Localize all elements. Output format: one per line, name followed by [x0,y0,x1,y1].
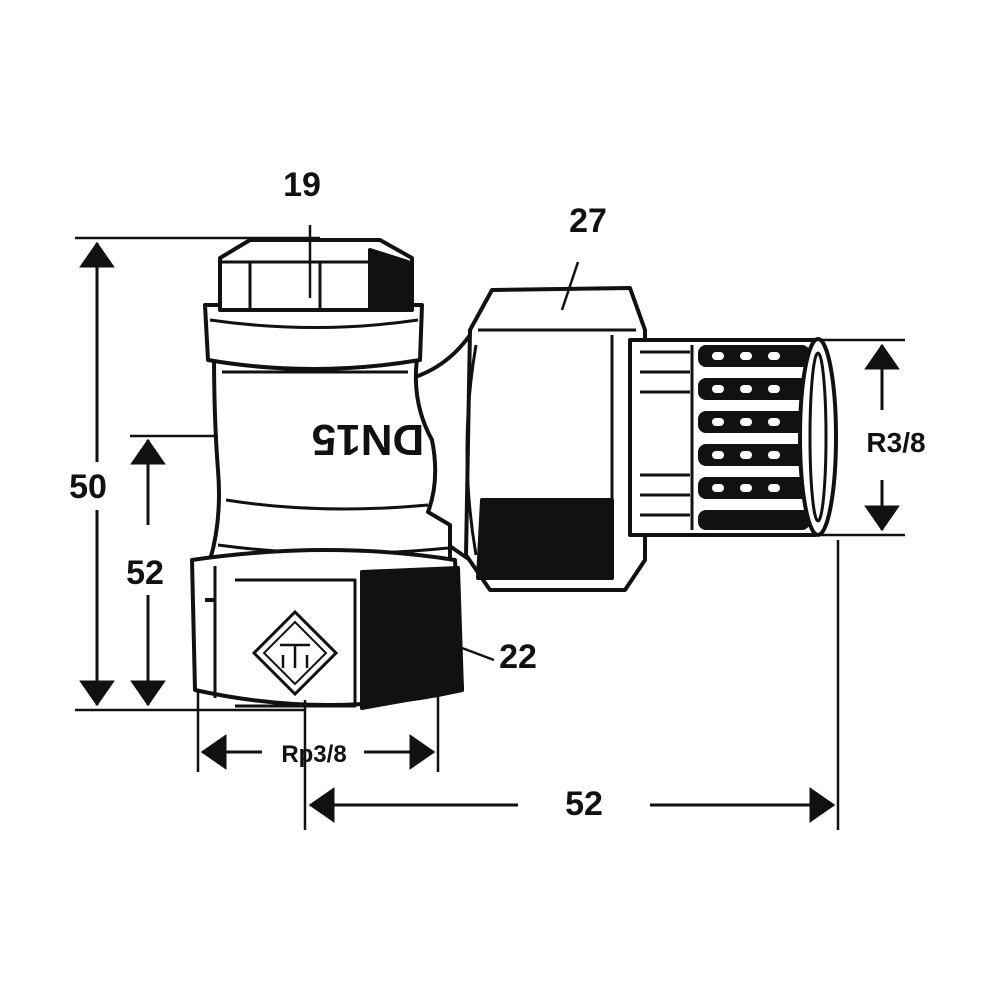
threaded-tailpiece [628,337,838,537]
union-nut [464,286,647,592]
dimension-arrows [79,241,900,823]
outlet-thread-label: R3/8 [866,427,925,458]
inlet-thread-label: Rp3/8 [281,741,346,768]
nut-hex-label: 27 [569,202,607,240]
dimension-lines [75,225,905,830]
inlet-hex-nut [190,548,464,710]
overall-height-label: 50 [69,468,107,506]
overall-length-label: 52 [565,785,603,823]
valve-body [208,333,472,562]
inlet-height-label: 52 [126,554,164,592]
manufacturer-logo [251,609,339,697]
dn15-marking: DN15 [312,415,425,464]
cap-hex-label: 19 [283,166,321,204]
inlet-hex-label: 22 [499,638,537,676]
bonnet-cap [203,238,424,371]
